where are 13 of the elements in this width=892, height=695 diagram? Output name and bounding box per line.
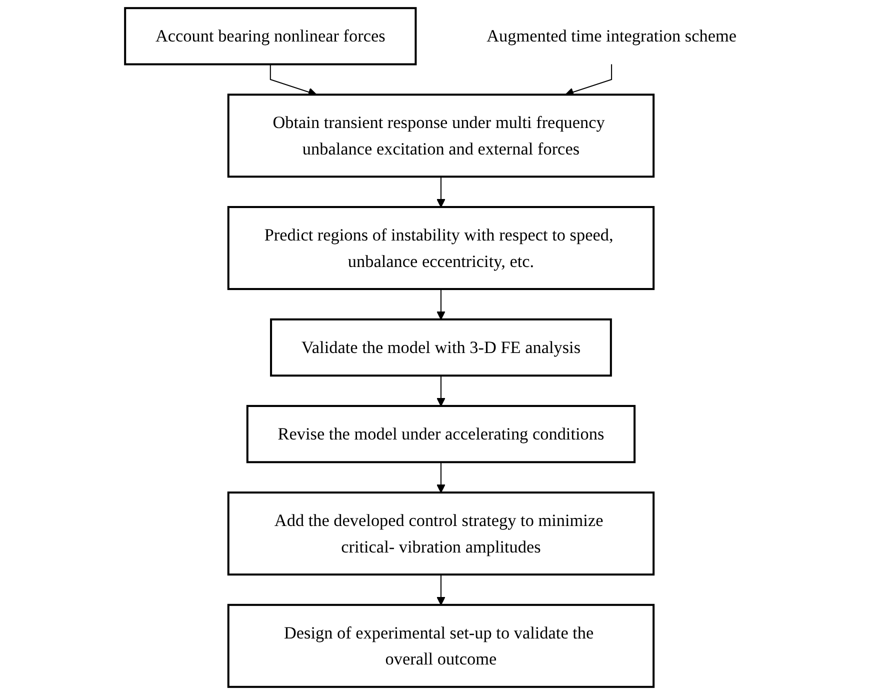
node-box: Predict regions of instability with respect to speed, unbalance eccentricity, etc. bbox=[227, 206, 655, 290]
node-box: Obtain transient response under multi frequency unbalance excitation and external forces bbox=[227, 94, 655, 178]
node-box: Account bearing nonlinear forces bbox=[124, 7, 417, 66]
node-text: Augmented time integration scheme bbox=[486, 26, 737, 46]
node-box: Validate the model with 3-D FE analysis bbox=[270, 318, 612, 377]
arrow bbox=[436, 289, 446, 320]
arrow bbox=[436, 176, 446, 208]
node-box: Add the developed control strategy to minimize critical- vibration amplitudes bbox=[227, 492, 655, 576]
arrow bbox=[436, 574, 446, 606]
arrow bbox=[436, 462, 446, 493]
node-box: Design of experimental set-up to validate the overall outcome bbox=[227, 604, 655, 688]
arrow bbox=[436, 376, 446, 406]
node-box: Revise the model under accelerating conditions bbox=[246, 404, 636, 464]
